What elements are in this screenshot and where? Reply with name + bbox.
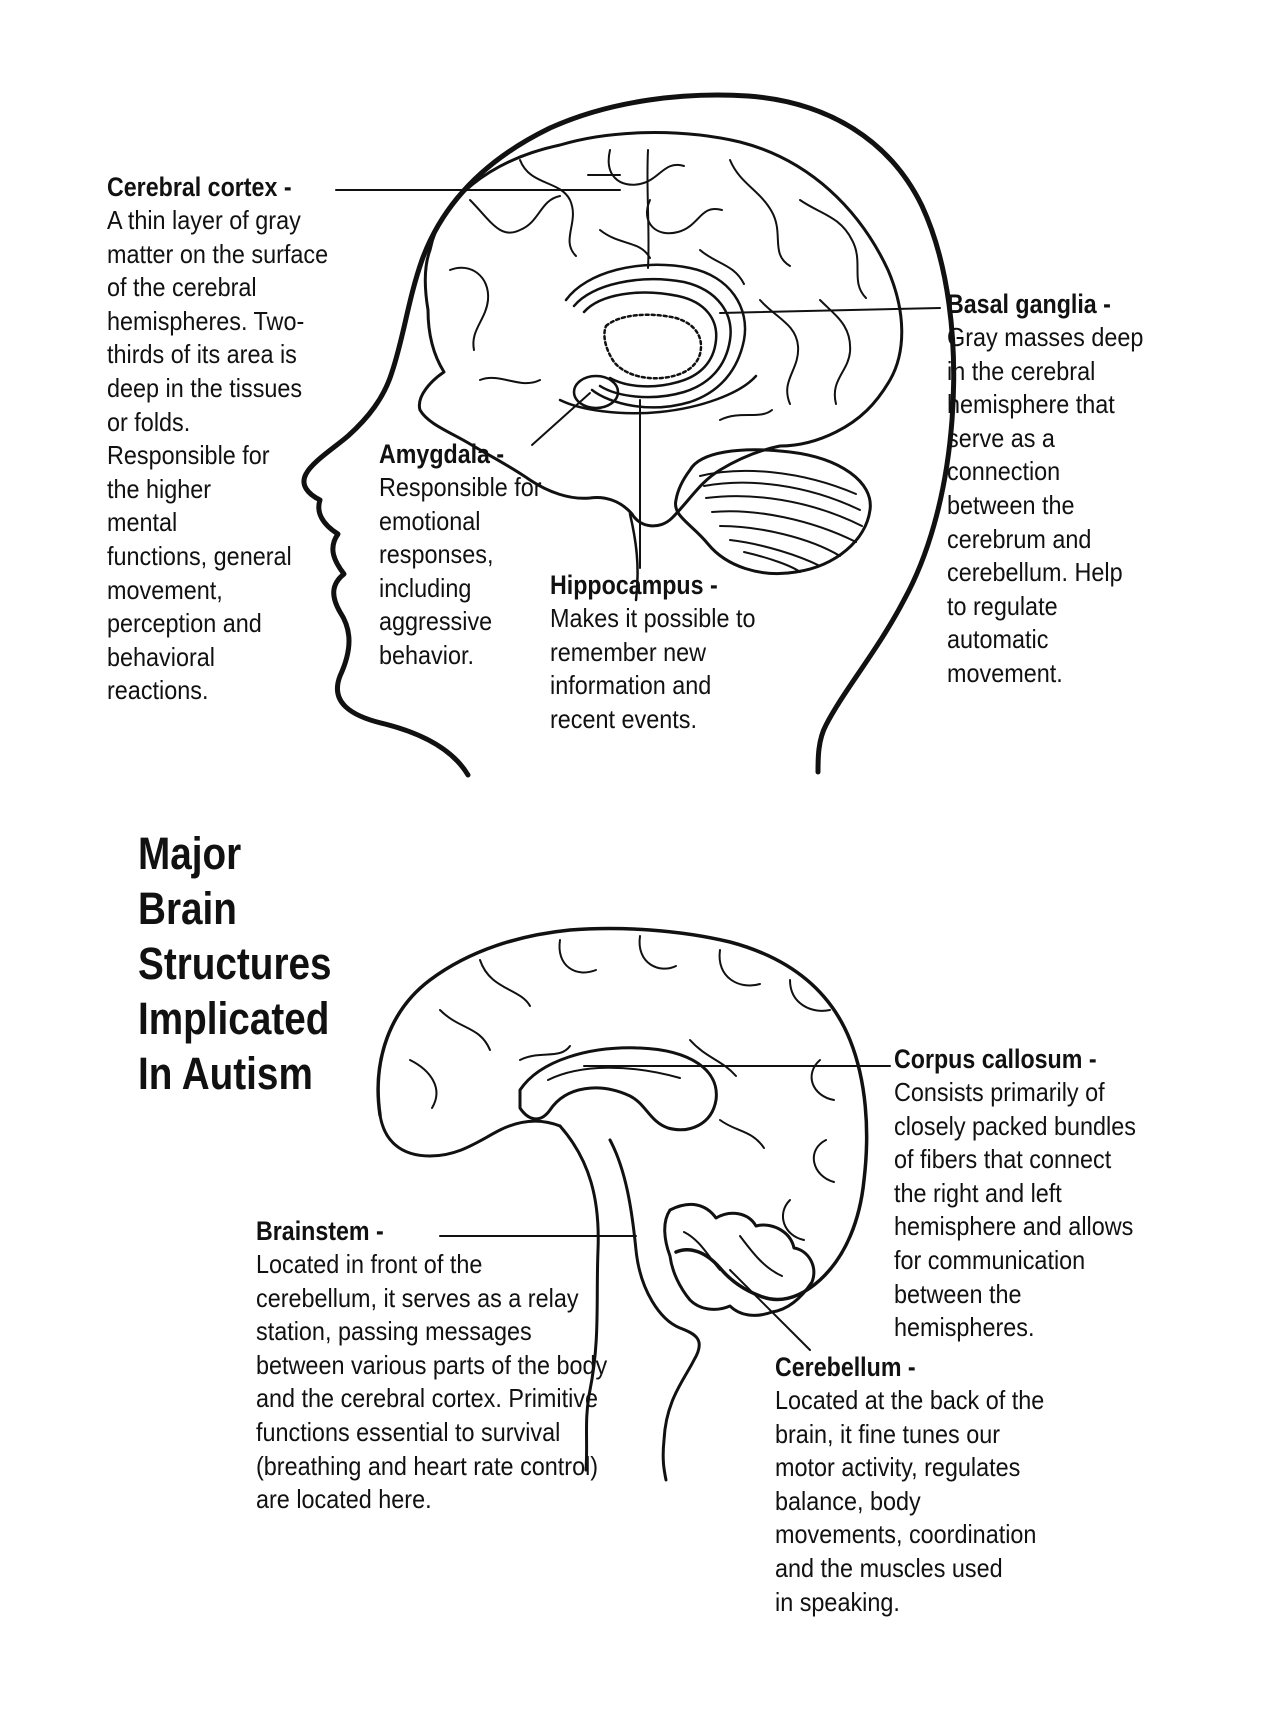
- label-cerebral-cortex-body: A thin layer of gray matter on the surfa…: [107, 205, 329, 706]
- bottom-pointer-lines: [440, 1066, 890, 1350]
- head-profile-outline: [304, 95, 954, 775]
- page-title: Major Brain Structures Implicated In Aut…: [138, 828, 332, 1099]
- label-cerebellum: Cerebellum - Located at the back of the …: [775, 1350, 1074, 1619]
- label-cerebral-cortex: Cerebral cortex - A thin layer of gray m…: [107, 170, 353, 708]
- label-corpus-callosum-heading: Corpus callosum -: [894, 1044, 1097, 1074]
- lateral-brain-outline: [419, 133, 901, 526]
- label-hippocampus-heading: Hippocampus -: [550, 570, 718, 600]
- sagittal-brain-outline: [378, 929, 867, 1300]
- label-brainstem: Brainstem - Located in front of the cere…: [256, 1214, 646, 1517]
- label-cerebral-cortex-heading: Cerebral cortex -: [107, 172, 292, 202]
- label-cerebellum-heading: Cerebellum -: [775, 1352, 916, 1382]
- label-hippocampus: Hippocampus - Makes it possible to remem…: [550, 568, 778, 736]
- label-cerebellum-body: Located at the back of the brain, it fin…: [775, 1385, 1045, 1617]
- label-basal-ganglia-body: Gray masses deep in the cerebral hemisph…: [947, 322, 1144, 688]
- label-basal-ganglia-heading: Basal ganglia -: [947, 289, 1111, 319]
- amygdala-shape: [574, 376, 618, 408]
- label-amygdala-body: Responsible for emotional responses, inc…: [379, 472, 542, 670]
- basal-ganglia-hippocampus-shape: [560, 265, 756, 413]
- label-brainstem-heading: Brainstem -: [256, 1216, 384, 1246]
- corpus-callosum-shape: [520, 1048, 716, 1130]
- label-amygdala-heading: Amygdala -: [379, 439, 505, 469]
- label-corpus-callosum: Corpus callosum - Consists primarily of …: [894, 1042, 1163, 1345]
- lateral-brainstem: [630, 514, 638, 600]
- sagittal-gyri: [410, 936, 834, 1240]
- central-sulcus: [647, 150, 648, 268]
- label-amygdala: Amygdala - Responsible for emotional res…: [379, 437, 560, 673]
- label-hippocampus-body: Makes it possible to remember new inform…: [550, 603, 756, 734]
- label-brainstem-body: Located in front of the cerebellum, it s…: [256, 1249, 608, 1515]
- lateral-brain-gyri: [450, 150, 866, 420]
- lateral-cerebellum: [675, 450, 870, 574]
- sagittal-cerebellum: [665, 1204, 814, 1315]
- label-basal-ganglia: Basal ganglia - Gray masses deep in the …: [947, 287, 1165, 691]
- sagittal-brainstem: [560, 1126, 598, 1470]
- label-corpus-callosum-body: Consists primarily of closely packed bun…: [894, 1077, 1136, 1343]
- top-pointer-lines: [336, 175, 940, 568]
- sagittal-brain-lower-edge: [380, 1115, 560, 1156]
